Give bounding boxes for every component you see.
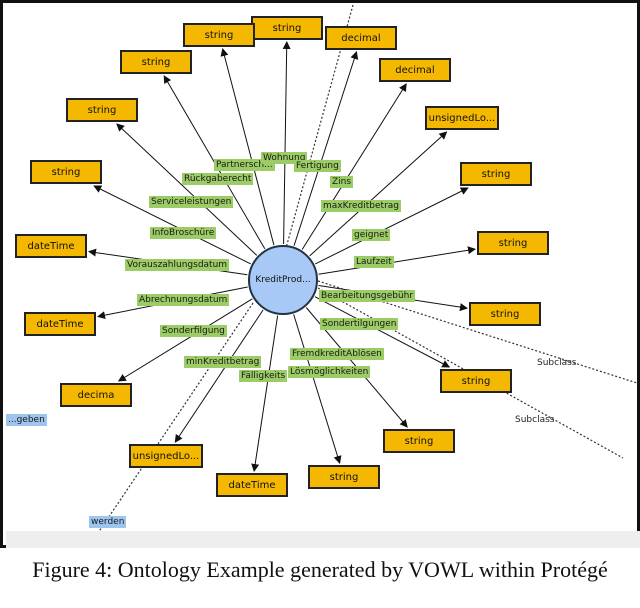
- datatype-node[interactable]: unsignedLo...: [129, 444, 203, 468]
- datatype-node[interactable]: string: [383, 429, 455, 453]
- datatype-node[interactable]: dateTime: [216, 473, 288, 497]
- scrollbar-track[interactable]: [6, 531, 640, 548]
- property-label[interactable]: Vorauszahlungsdatum: [125, 259, 230, 271]
- property-edge: [282, 41, 291, 245]
- datatype-node[interactable]: decima: [60, 383, 132, 407]
- property-label[interactable]: InfoBroschüre: [150, 227, 217, 239]
- datatype-node[interactable]: decimal: [379, 58, 451, 82]
- property-label[interactable]: Sonderfilgung: [160, 325, 227, 337]
- datatype-node[interactable]: decimal: [325, 26, 397, 50]
- property-edge: [251, 315, 279, 472]
- datatype-node[interactable]: unsignedLo...: [425, 106, 499, 130]
- property-label[interactable]: Serviceleistungen: [149, 196, 234, 208]
- subclass-label: Subclass: [515, 415, 555, 425]
- dashed-edge: [97, 302, 254, 534]
- datatype-node[interactable]: string: [308, 465, 380, 489]
- datatype-node[interactable]: string: [183, 23, 255, 47]
- datatype-node[interactable]: dateTime: [15, 234, 87, 258]
- vowl-graph-canvas: KreditProd... string string string decim…: [0, 0, 640, 548]
- property-edge: [301, 83, 407, 250]
- figure-caption: Figure 4: Ontology Example generated by …: [32, 557, 608, 582]
- property-label[interactable]: Bearbeitungsgebühr: [319, 290, 416, 302]
- property-edge: [117, 298, 253, 382]
- edge-layer: [88, 4, 637, 534]
- property-label[interactable]: Laufzeit: [354, 256, 394, 268]
- property-label[interactable]: maxKreditbetrag: [321, 200, 401, 212]
- property-edge: [314, 296, 451, 368]
- property-label[interactable]: geignet: [352, 229, 391, 241]
- property-label[interactable]: Fälligkeits: [239, 370, 288, 382]
- property-label[interactable]: Sondertilgungen: [320, 318, 399, 330]
- datatype-node[interactable]: string: [477, 231, 549, 255]
- datatype-node[interactable]: string: [440, 369, 512, 393]
- datatype-node[interactable]: string: [120, 50, 192, 74]
- property-edge: [116, 123, 258, 256]
- property-label[interactable]: Partnersch...: [214, 159, 275, 171]
- property-edge: [174, 309, 264, 443]
- datatype-node[interactable]: string: [30, 160, 102, 184]
- class-label-fragment[interactable]: ...geben: [6, 414, 47, 426]
- datatype-node[interactable]: string: [66, 98, 138, 122]
- datatype-node[interactable]: dateTime: [24, 312, 96, 336]
- property-edge: [293, 314, 342, 464]
- property-label[interactable]: Rückgaberecht: [182, 173, 254, 185]
- property-edge: [220, 48, 275, 246]
- property-label[interactable]: Zins: [330, 176, 354, 188]
- property-edge: [309, 131, 448, 257]
- datatype-node[interactable]: string: [251, 16, 323, 40]
- property-edge: [318, 246, 476, 275]
- property-label[interactable]: Lösmöglichkeiten: [288, 366, 371, 378]
- property-label[interactable]: FremdkreditAblösen: [290, 348, 384, 360]
- property-edge: [315, 187, 469, 265]
- datatype-node[interactable]: string: [469, 302, 541, 326]
- class-node-kreditprodukt[interactable]: KreditProd...: [248, 245, 318, 315]
- subclass-label: Subclass: [537, 358, 577, 368]
- datatype-node[interactable]: string: [460, 162, 532, 186]
- property-label[interactable]: Abrechnungsdatum: [137, 294, 230, 306]
- property-label[interactable]: Fertigung: [294, 160, 341, 172]
- property-label[interactable]: minKreditbetrag: [184, 356, 262, 368]
- property-edge: [93, 185, 251, 265]
- class-label-fragment[interactable]: werden: [89, 516, 127, 528]
- property-edge: [293, 51, 359, 246]
